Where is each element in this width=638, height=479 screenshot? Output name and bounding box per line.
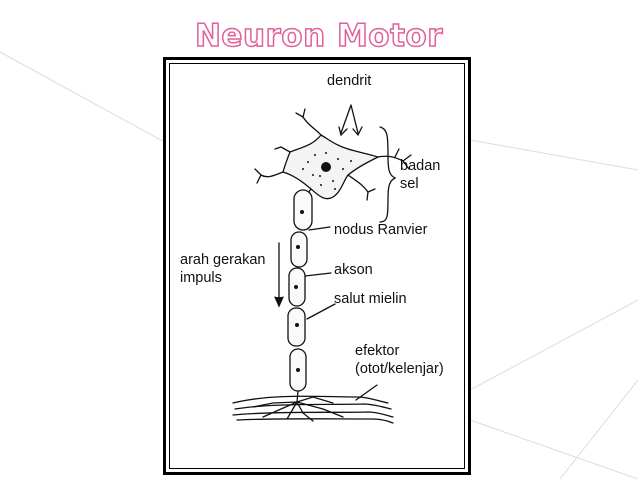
diagram-frame xyxy=(163,57,471,475)
page-title: Neuron Motor xyxy=(194,17,444,55)
label-nodus-ranvier: nodus Ranvier xyxy=(334,222,428,238)
effector-muscle xyxy=(232,395,394,424)
dendrit-pointer xyxy=(338,104,363,137)
diagram-inner-frame xyxy=(169,63,465,469)
label-otot-kelenjar: (otot/kelenjar) xyxy=(355,361,444,377)
label-dendrit: dendrit xyxy=(327,73,372,89)
label-arah-gerakan: arah gerakan xyxy=(180,252,266,268)
akson-pointer xyxy=(304,272,332,277)
badan-sel-bracket xyxy=(379,126,397,223)
label-badan: badan xyxy=(400,158,441,174)
label-efektor: efektor xyxy=(355,343,400,359)
label-salut-mielin: salut mielin xyxy=(334,291,407,307)
salut-pointer xyxy=(306,303,336,320)
dendrites xyxy=(254,108,412,201)
label-impuls: impuls xyxy=(180,270,222,286)
cytoplasm-dots xyxy=(302,152,352,190)
label-sel: sel xyxy=(400,176,419,192)
nodus-pointer xyxy=(308,226,331,231)
schwann-nuclei xyxy=(294,210,304,372)
nucleus xyxy=(321,162,331,172)
label-akson: akson xyxy=(334,262,373,278)
motor-neuron-diagram xyxy=(232,104,412,424)
myelin-segments xyxy=(287,189,313,392)
